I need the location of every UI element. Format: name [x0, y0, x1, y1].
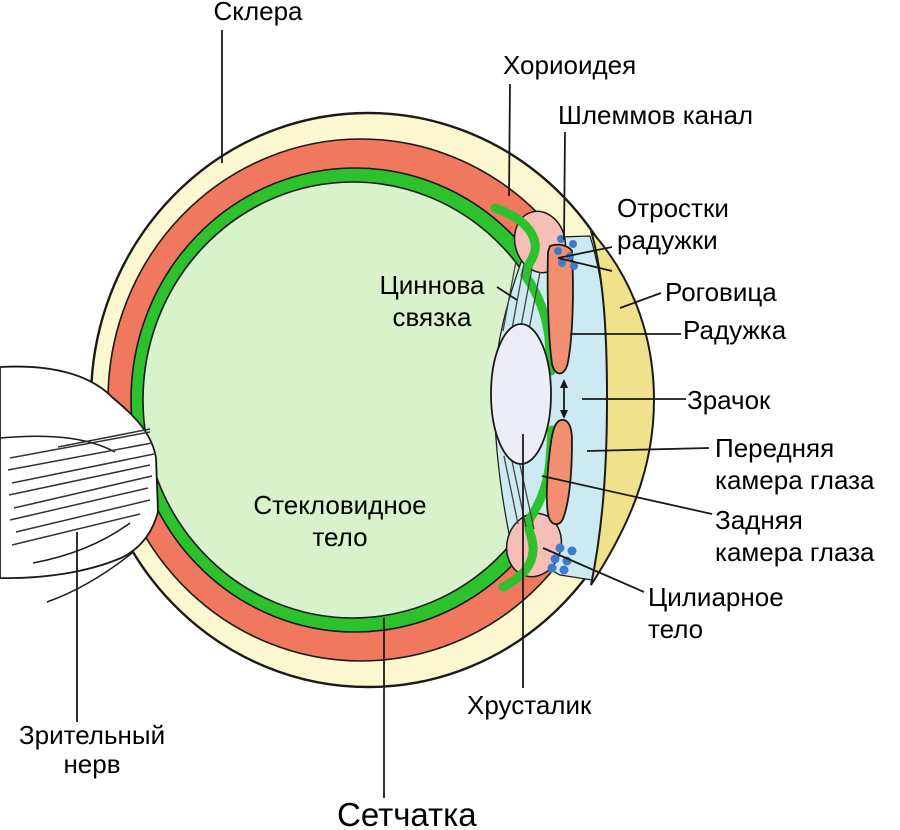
label-iris-processes: Отростки радужки	[617, 192, 729, 256]
label-line: Отростки	[617, 193, 729, 223]
cornea-shape	[590, 230, 656, 586]
label-pupil: Зрачок	[687, 385, 771, 415]
leader-schlemm	[563, 131, 566, 241]
label-line: Циннова	[379, 270, 485, 300]
label-line: связка	[392, 302, 472, 332]
optic-nerve-shape	[0, 365, 159, 603]
pupil-arrow	[560, 379, 568, 419]
label-line: камера глаза	[715, 465, 875, 495]
iris-upper-shape	[546, 243, 574, 375]
label-line: тело	[312, 522, 368, 552]
label-retina: Сетчатка	[337, 796, 477, 830]
label-ciliary-body: Цилиарное тело	[648, 581, 784, 645]
leader-choroid	[508, 83, 511, 197]
leader-posterior	[541, 475, 713, 515]
optic-nerve-sheath-curve	[32, 522, 131, 564]
label-vitreous-body: Стекловидное тело	[253, 489, 426, 553]
retina-hook-top-shape	[490, 203, 556, 376]
label-line: Передняя	[715, 433, 835, 463]
label-choroid: Хориоидея	[503, 50, 637, 80]
label-optic-nerve: Зрительный нерв	[19, 721, 165, 779]
label-iris: Радужка	[683, 315, 787, 345]
label-line: радужки	[617, 225, 718, 255]
label-anterior-chamber: Передняя камера глаза	[715, 432, 875, 496]
label-posterior-chamber: Задняя камера глаза	[715, 504, 875, 568]
label-line: Зрительный	[18, 720, 166, 750]
lens-shape	[490, 323, 552, 465]
optic-nerve-fibers	[7, 428, 155, 546]
label-line: Задняя	[715, 505, 803, 535]
leader-anterior	[586, 447, 710, 452]
label-line: Стекловидное	[253, 490, 427, 520]
label-cornea: Роговица	[665, 277, 777, 307]
leader-cornea	[619, 292, 662, 309]
aqueous-dots-bottom	[547, 543, 577, 575]
label-line: нерв	[63, 749, 121, 779]
label-lens: Хрусталик	[467, 690, 592, 720]
label-sclera: Склера	[213, 0, 303, 26]
leader-zinn	[496, 286, 518, 301]
label-zinn-ligament: Циннова связка	[380, 269, 485, 333]
leader-iris-processes	[557, 257, 613, 272]
leader-ciliary	[542, 547, 645, 593]
leader-lines	[76, 30, 713, 798]
label-line: Цилиарное	[648, 582, 784, 612]
leader-iris-processes	[557, 246, 613, 259]
retina-hook-bottom-shape	[498, 425, 557, 592]
label-line: камера глаза	[715, 537, 875, 567]
optic-nerve-sheath-curve	[46, 552, 133, 603]
label-line: тело	[648, 614, 704, 644]
label-schlemm-canal: Шлеммов канал	[558, 100, 754, 130]
iris-lower-shape	[545, 419, 573, 526]
